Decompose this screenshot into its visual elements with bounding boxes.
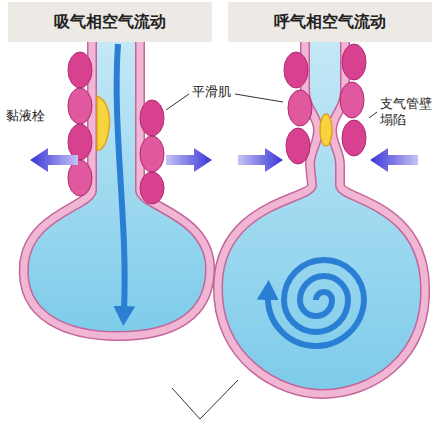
- bronchus-wall: [218, 42, 425, 394]
- smooth-muscle: [340, 82, 364, 118]
- smooth-muscle: [342, 44, 366, 80]
- leader-line: [166, 94, 189, 110]
- header-box: 吸气相空气流动: [8, 2, 212, 42]
- header-text: 吸气相空气流动: [54, 12, 166, 31]
- part-label: 平滑肌: [192, 84, 231, 100]
- smooth-muscle: [286, 128, 310, 164]
- airflow-arrow: [117, 44, 125, 310]
- smooth-muscle: [68, 160, 92, 196]
- smooth-muscle: [68, 124, 92, 160]
- leader-line: [235, 94, 283, 102]
- smooth-muscle: [284, 52, 308, 88]
- dilation-arrow: [30, 148, 78, 172]
- compression-arrow: [370, 148, 418, 172]
- smooth-muscle: [140, 100, 164, 136]
- smooth-muscle: [68, 52, 92, 88]
- bronchus-wall: [218, 42, 425, 394]
- compression-arrow: [238, 148, 283, 172]
- part-label: 黏液栓: [6, 108, 45, 124]
- smooth-muscle: [140, 172, 164, 204]
- bronchus-wall: [24, 42, 210, 336]
- trapped-air-spiral: [268, 260, 364, 346]
- mucus-plug: [320, 114, 332, 146]
- smooth-muscle: [342, 120, 366, 156]
- header-text: 呼气相空气流动: [274, 12, 386, 31]
- smooth-muscle: [68, 88, 92, 124]
- part-label: 支气管壁 塌陷: [380, 96, 435, 129]
- header-box: 呼气相空气流动: [228, 2, 432, 42]
- smooth-muscle: [288, 90, 312, 126]
- mucus-plug: [97, 96, 110, 150]
- smooth-muscle: [140, 136, 164, 172]
- leader-line: [369, 112, 377, 118]
- bronchus-wall: [24, 42, 210, 336]
- dilation-arrow: [166, 148, 212, 172]
- leader-line: [172, 380, 238, 419]
